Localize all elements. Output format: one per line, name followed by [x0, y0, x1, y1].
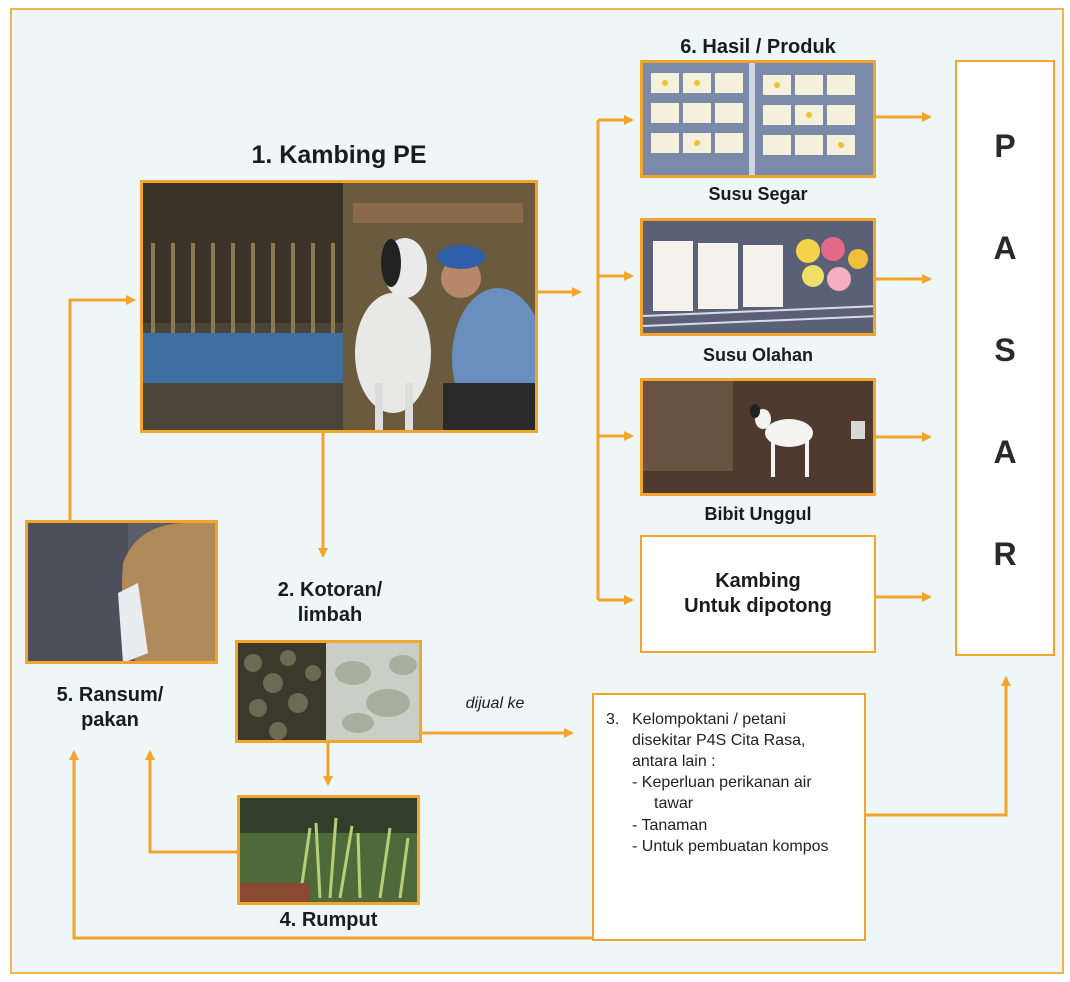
- kambing-dipotong-box: Kambing Untuk dipotong: [640, 535, 876, 653]
- susu-segar-photo: [640, 60, 876, 178]
- kelompoktani-box: 3. Kelompoktani / petani disekitar P4S C…: [592, 693, 866, 941]
- goat-milking-photo: [140, 180, 538, 433]
- pasar-letter: A: [993, 230, 1017, 266]
- susu-olahan-photo: [640, 218, 876, 336]
- product-label-susu-olahan: Susu Olahan: [702, 345, 814, 365]
- node5-title: 5. Ransum/ pakan: [56, 684, 164, 731]
- arrow-kelompok-to-pasar: [866, 676, 1011, 817]
- node1-title: 1. Kambing PE: [251, 141, 427, 169]
- edge-label-dijual-ke: dijual ke: [465, 695, 525, 712]
- output-title: 6. Hasil / Produk: [680, 36, 836, 58]
- node3-item: - Tanaman: [632, 816, 708, 834]
- pasar-letter: A: [993, 434, 1017, 470]
- node4-title: 4. Rumput: [279, 909, 378, 931]
- product-label-kambing-dipotong: Kambing Untuk dipotong: [684, 570, 832, 617]
- pasar-letter: R: [993, 536, 1017, 572]
- pasar-letter: P: [994, 128, 1016, 164]
- node2-title: 2. Kotoran/ limbah: [277, 579, 383, 626]
- diagram-panel: [10, 8, 1064, 974]
- arrow-ransum-to-kambing: [68, 295, 136, 520]
- grass-photo: [237, 795, 420, 905]
- node3-item: - Untuk pembuatan kompos: [632, 837, 829, 855]
- product-label-bibit-unggul: Bibit Unggul: [704, 504, 812, 524]
- manure-photo: [235, 640, 422, 743]
- pasar-letter: S: [994, 332, 1016, 368]
- pasar-market-box: P A S A R: [955, 60, 1055, 656]
- arrow-kelompok-to-ransum: [69, 750, 592, 940]
- node3-heading: Kelompoktani / petani disekitar P4S Cita…: [632, 711, 806, 771]
- arrow-rumput-to-ransum: [145, 750, 237, 854]
- node3-item: - Keperluan perikanan air tawar: [632, 774, 812, 813]
- bibit-unggul-photo: [640, 378, 876, 496]
- node3-number: 3.: [606, 711, 620, 728]
- feed-photo: [25, 520, 218, 664]
- product-label-susu-segar: Susu Segar: [708, 184, 808, 204]
